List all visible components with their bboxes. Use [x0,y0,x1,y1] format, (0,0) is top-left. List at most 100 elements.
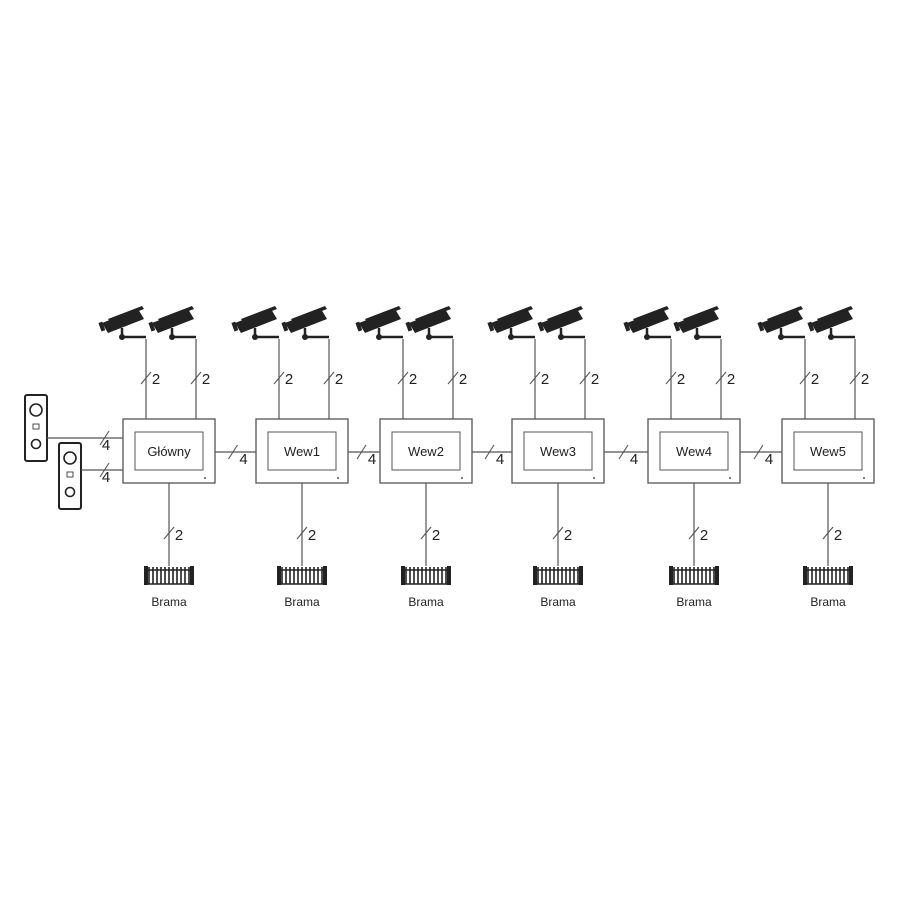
camera-body [409,309,451,333]
camera-icon [623,306,671,340]
camera-icon [148,306,196,340]
camera-wire-slash [447,371,459,385]
monitor-led [204,477,206,479]
gate-icon [533,566,583,585]
monitor-label: Wew1 [284,444,320,459]
gate-wire-slash [688,526,700,540]
gate-wire-count: 2 [175,527,183,544]
monitor-label: Wew2 [408,444,444,459]
camera-lens [281,321,289,332]
camera-wire-count: 2 [811,371,819,388]
camera-icon [487,306,535,340]
monitor-link-count: 4 [630,451,638,468]
monitor-link-count: 4 [765,451,773,468]
gate-post-right [323,566,327,585]
gate-label: Brama [284,595,320,609]
monitor-link-slash [228,444,238,460]
camera-lens [673,321,681,332]
monitor-led [729,477,731,479]
camera-lens [537,321,545,332]
camera-lens-icon [29,403,43,417]
camera-joint [508,334,514,340]
camera-body [152,309,194,333]
camera-joint [302,334,308,340]
monitor-label: Wew3 [540,444,576,459]
monitor-label: Wew5 [810,444,846,459]
door-station-body [58,442,82,510]
monitor-link-slash [618,444,629,460]
gate-label: Brama [810,595,846,609]
camera-joint [169,334,175,340]
monitor-screen [793,431,863,471]
monitor-link-count: 4 [496,451,504,468]
gate-post-right [849,566,853,585]
camera-wire-count: 2 [591,371,599,388]
camera-lens [98,321,106,332]
camera-icon [537,306,585,340]
gate-post-right [447,566,451,585]
gate-post-right [715,566,719,585]
camera-hood [683,306,719,322]
camera-hood [633,306,669,322]
gate-label: Brama [151,595,187,609]
camera-icon [231,306,279,340]
camera-wire-count: 2 [861,371,869,388]
camera-wire-slash [529,371,541,385]
monitor-led [593,477,595,479]
camera-icon [281,306,329,340]
gate-wire-slash [420,526,432,540]
camera-wire-count: 2 [677,371,685,388]
camera-wire-slash [397,371,409,385]
monitor-screen [659,431,729,471]
camera-body [761,309,803,333]
monitor-link-slash [753,444,764,460]
camera-hood [767,306,803,322]
speaker-grille-icon [32,423,40,430]
gate-label: Brama [408,595,444,609]
camera-joint [828,334,834,340]
camera-wire-count: 2 [541,371,549,388]
door-station-body [24,394,48,462]
camera-hood [241,306,277,322]
camera-wire-count: 2 [459,371,467,388]
camera-hood [547,306,583,322]
call-button-icon [30,438,42,450]
call-button-icon [64,486,76,498]
camera-hood [108,306,144,322]
gate-icon [401,566,451,585]
camera-lens [807,321,815,332]
gate-wire-count: 2 [834,527,842,544]
gate-wire-slash [552,526,564,540]
gate-icon [803,566,853,585]
gate-icon [277,566,327,585]
gate-icon [144,566,194,585]
camera-wire-count: 2 [202,371,210,388]
camera-hood [365,306,401,322]
camera-body [235,309,277,333]
camera-lens [487,321,495,332]
monitor-link-count: 4 [368,451,376,468]
camera-joint [119,334,125,340]
gate-post-left [144,566,148,585]
camera-hood [817,306,853,322]
monitor-label: Główny [147,444,191,459]
camera-body [811,309,853,333]
gate-post-left [803,566,807,585]
camera-wire-slash [190,371,202,385]
camera-hood [497,306,533,322]
camera-joint [252,334,258,340]
camera-wire-count: 2 [409,371,417,388]
gate-label: Brama [676,595,712,609]
camera-wire-slash [140,371,152,385]
monitor-link-count: 4 [239,451,247,468]
camera-body [677,309,719,333]
monitor-led [337,477,339,479]
monitor-led [863,477,865,479]
gate-post-right [190,566,194,585]
camera-wire-count: 2 [335,371,343,388]
monitor-led [461,477,463,479]
gate-post-left [277,566,281,585]
camera-icon [98,306,146,340]
camera-wire-slash [665,371,677,385]
